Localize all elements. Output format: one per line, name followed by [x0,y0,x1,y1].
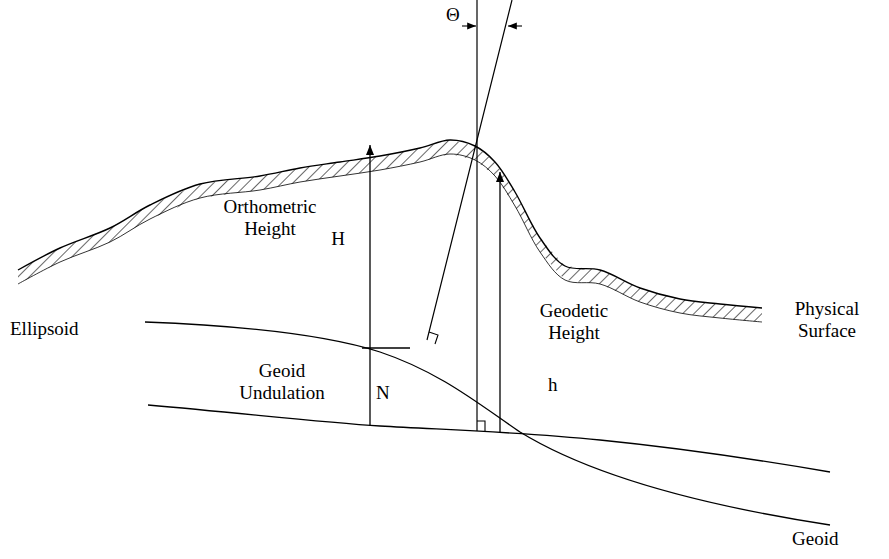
angle-arrow [462,25,476,26]
angle-arrow [508,25,522,26]
height-label: Geodetic Height [528,300,620,344]
normal-line [427,0,512,340]
right-angle-mark [429,332,438,344]
surface-label: Geoid [792,528,872,550]
tick [362,347,410,348]
terrain-hatching [18,140,762,322]
symbol-label: h [548,374,568,396]
undulation-label: Geoid Undulation [228,360,336,404]
undulation-line [369,348,370,426]
ellipsoid-curve [145,322,830,525]
height-line [369,145,370,348]
surface-label: Ellipsoid [10,318,110,340]
surface-line [18,154,762,322]
symbol-label: N [376,382,398,404]
plumb-line [476,0,477,431]
terrain-surface [18,140,762,322]
right-angle-mark [477,421,485,431]
surface-label: Physical Surface [772,298,882,342]
angle-label: Θ [446,4,462,26]
height-label: Orthometric Height [215,196,325,240]
surface-line [18,140,762,308]
geoid-curve [148,405,830,472]
symbol-label: H [326,228,350,250]
height-line [499,172,500,432]
